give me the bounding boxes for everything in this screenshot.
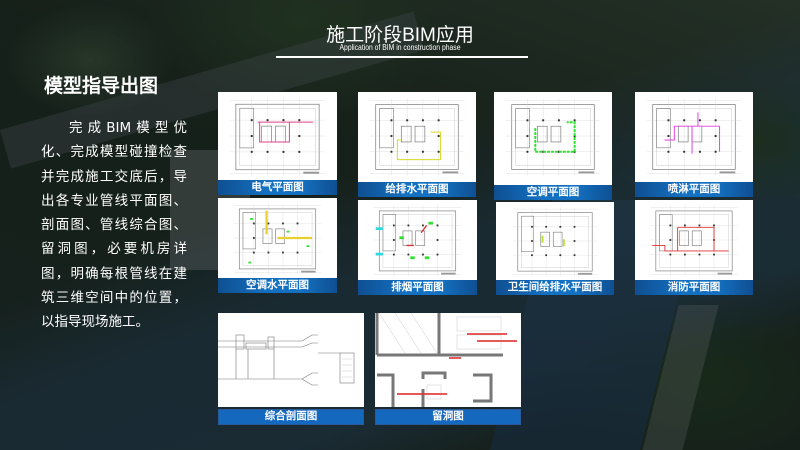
title-underline [276,56,528,58]
drawing-card-sprinkler[interactable]: 喷淋平面图 [635,92,753,197]
drawing-thumbnail [218,198,337,278]
drawing-thumbnail [635,200,753,280]
page-title: 施工阶段BIM应用 [326,25,474,46]
drawing-card-combined-section[interactable]: 综合剖面图 [218,313,364,425]
drawing-thumbnail [358,200,477,280]
drawing-card-water-supply-drainage[interactable]: 给排水平面图 [358,92,476,197]
drawing-thumbnail [375,313,521,407]
card-label: 电气平面图 [218,180,337,195]
card-label: 喷淋平面图 [635,182,753,197]
drawing-thumbnail [218,92,337,180]
section-description: 完成BIM模型优化、完成模型碰撞检查并完成施工交底后，导出各专业管线平面图、剖面… [41,120,187,331]
section-heading: 模型指导出图 [44,75,159,97]
card-label: 综合剖面图 [218,409,364,425]
card-label: 消防平面图 [635,280,753,295]
card-label: 排烟平面图 [358,280,477,295]
drawing-card-reserved-openings[interactable]: 留洞图 [375,313,521,425]
drawing-thumbnail [635,92,753,182]
card-label: 给排水平面图 [358,182,476,197]
drawing-card-hvac[interactable]: 空调平面图 [494,92,612,200]
page-subtitle: Application of BIM in construction phase [339,43,461,52]
drawing-thumbnail [494,92,612,185]
drawing-thumbnail [218,313,364,407]
card-label: 卫生间给排水平面图 [496,280,614,295]
drawing-card-fire-protection[interactable]: 消防平面图 [635,200,753,295]
card-label: 空调水平面图 [218,278,337,293]
drawing-card-electrical[interactable]: 电气平面图 [218,92,337,195]
drawing-card-hvac-water[interactable]: 空调水平面图 [218,198,337,293]
drawing-card-restroom-plumbing[interactable]: 卫生间给排水平面图 [496,202,614,295]
drawing-thumbnail [496,202,614,280]
drawing-thumbnail [358,92,476,182]
card-label: 留洞图 [375,409,521,425]
card-label: 空调平面图 [494,185,612,200]
drawing-card-smoke-exhaust[interactable]: 排烟平面图 [358,200,477,295]
